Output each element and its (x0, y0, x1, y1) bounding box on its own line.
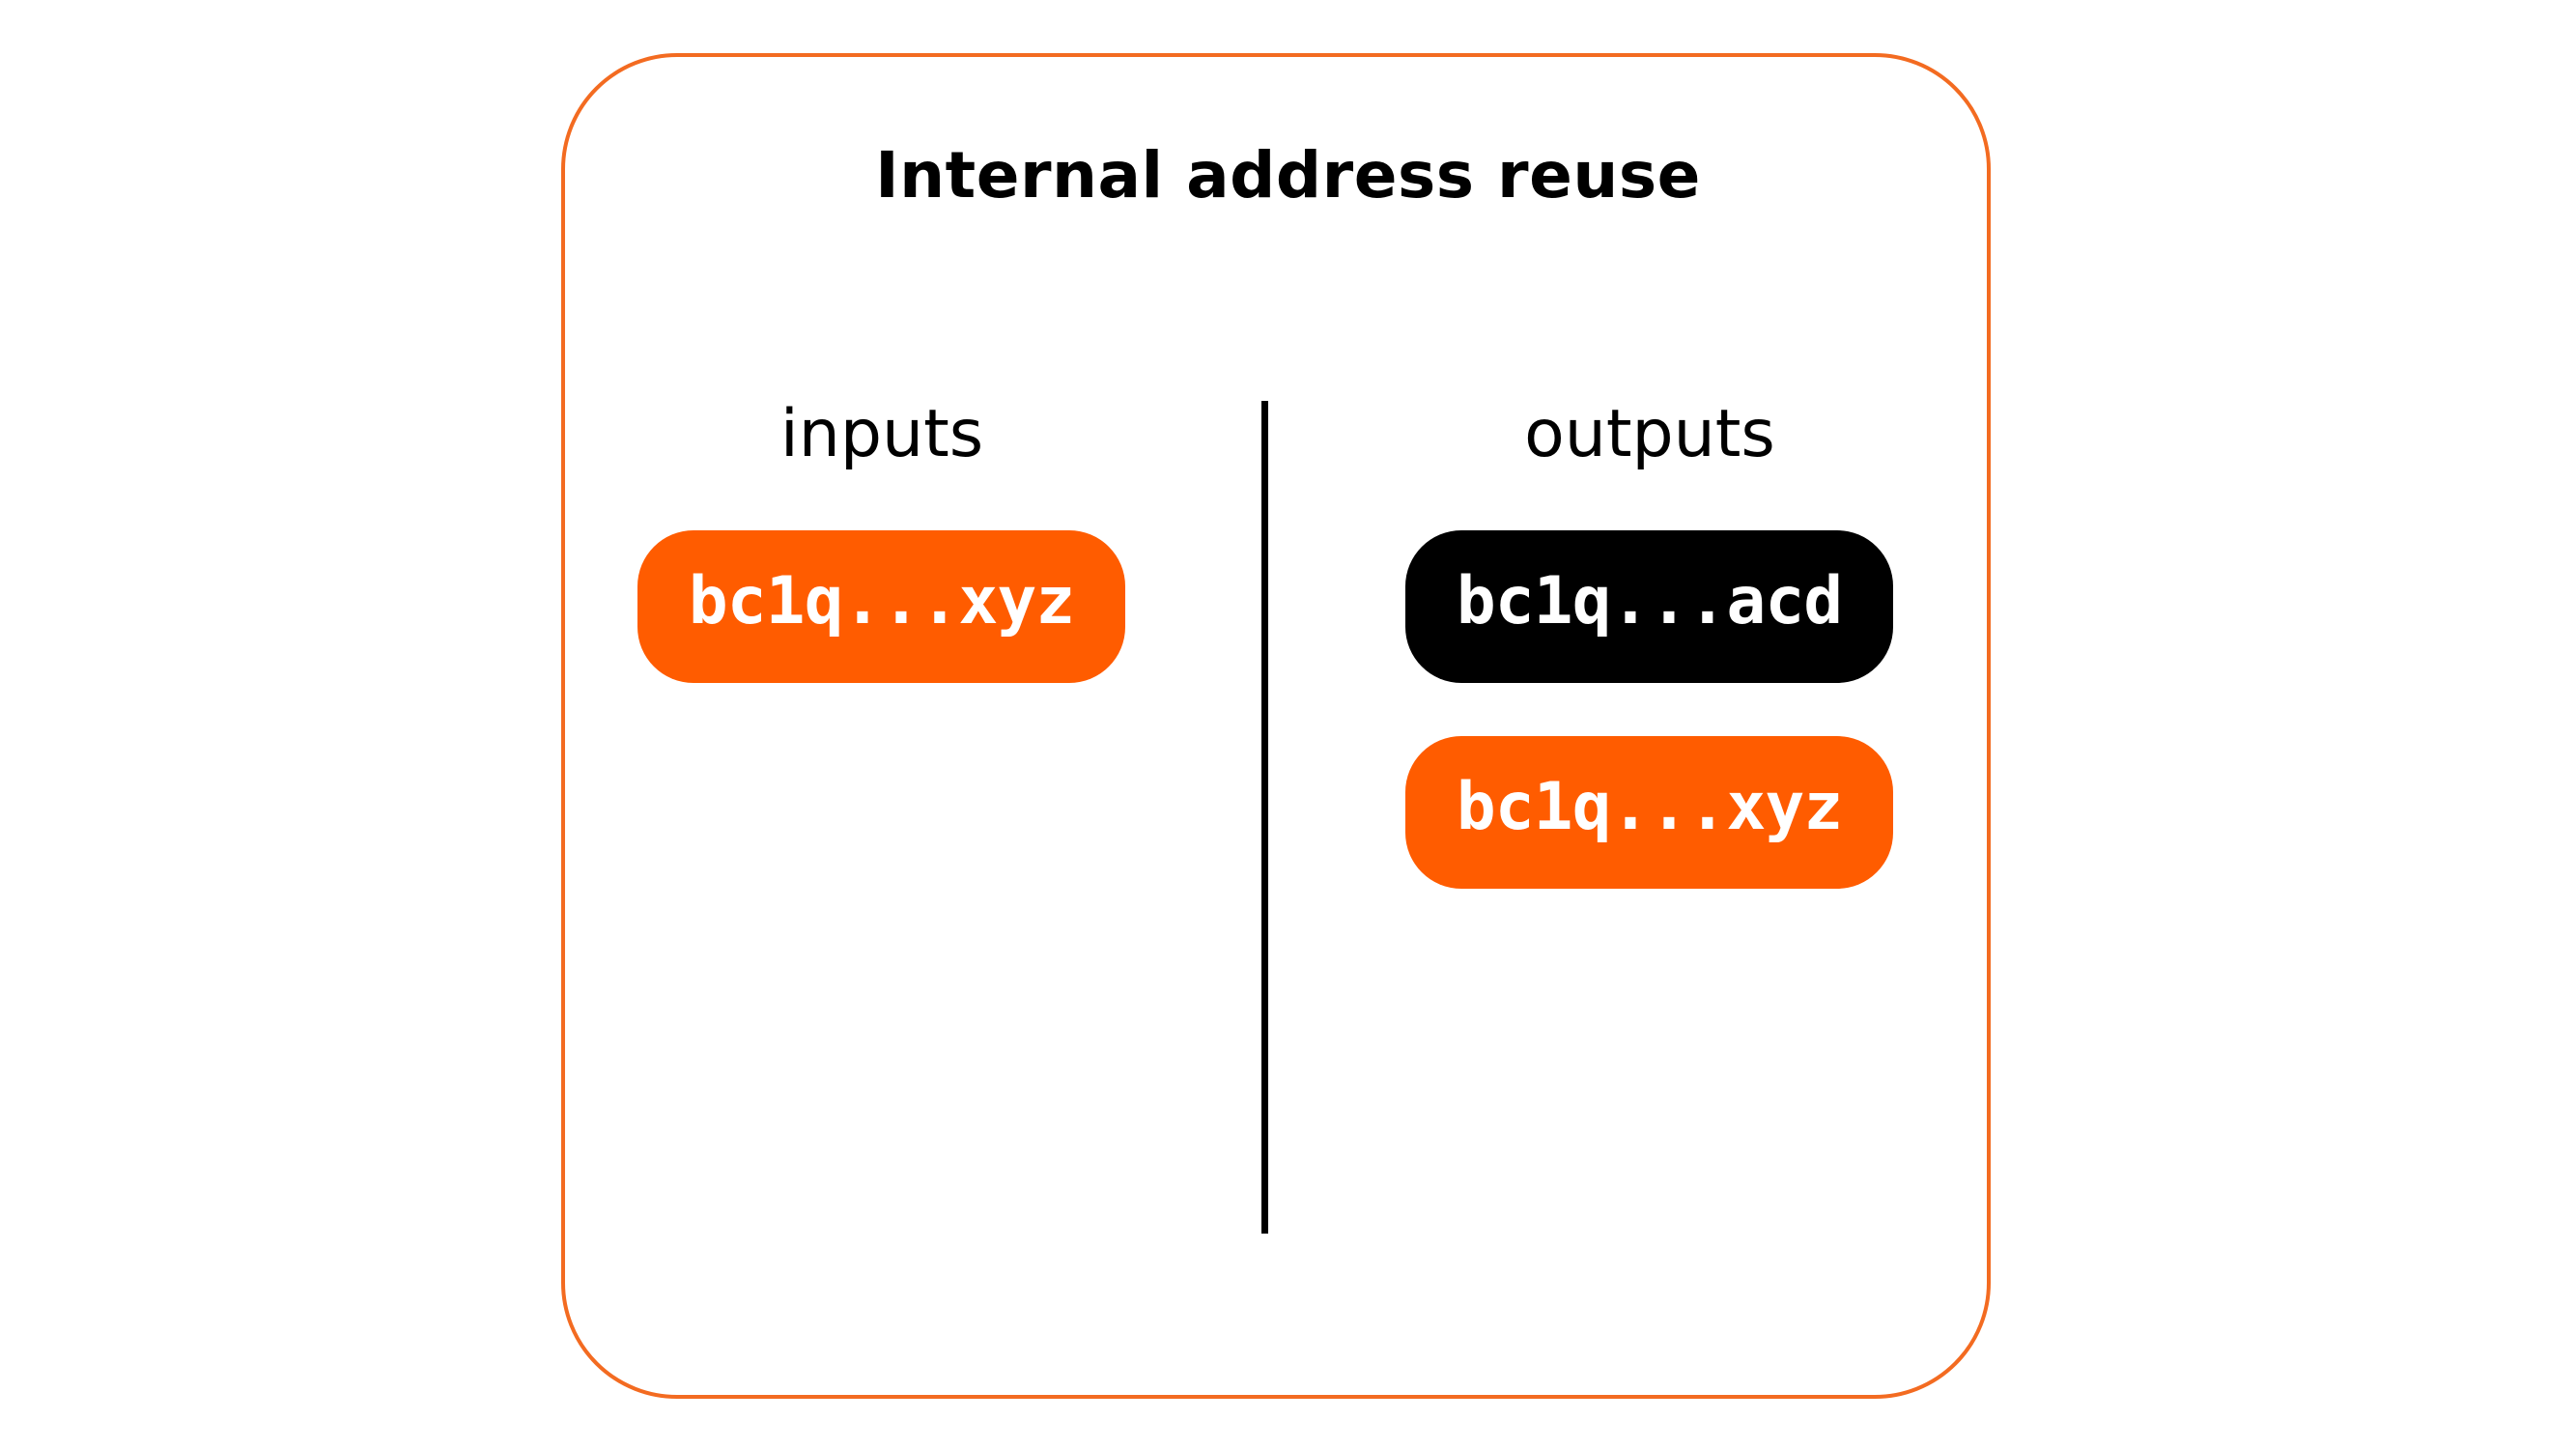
output-address-pill: bc1q...xyz (1405, 736, 1893, 889)
outputs-label: outputs (1524, 396, 1775, 472)
column-divider (1261, 401, 1268, 1234)
diagram-title: Internal address reuse (875, 138, 1701, 213)
inputs-label: inputs (779, 396, 984, 472)
output-address-pill: bc1q...acd (1405, 530, 1893, 683)
diagram-card (561, 53, 1991, 1399)
input-address-pill: bc1q...xyz (637, 530, 1125, 683)
